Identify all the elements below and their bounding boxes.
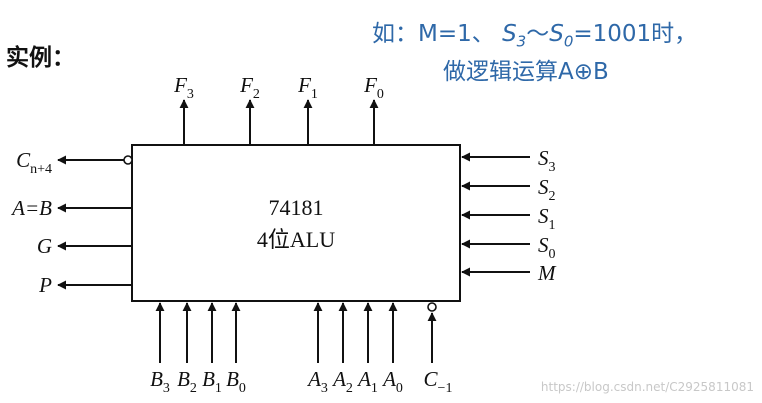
input-s1-label: S1 (538, 204, 556, 233)
alu-part-number: 74181 (269, 195, 324, 220)
input-s0-label: S0 (538, 233, 556, 262)
input-b2-label: B2 (177, 367, 197, 396)
input-s2-label: S2 (538, 175, 556, 204)
output-p-label: P (38, 273, 52, 297)
input-a1-label: A1 (356, 367, 378, 396)
output-f1-label: F1 (297, 73, 318, 102)
input-a3-label: A3 (306, 367, 328, 396)
output-f3-label: F3 (173, 73, 194, 102)
operation-note-line2: 做逻辑运算A⊕B (443, 59, 609, 85)
signal-lines (57, 99, 530, 363)
operation-note-line1: 如：M=1、 S3～S0=1001时， (372, 14, 697, 51)
input-a2-label: A2 (331, 367, 353, 396)
input-a0-label: A0 (381, 367, 403, 396)
note-suffix: =1001时， (573, 21, 698, 47)
output-carry-out-inversion-bubble (123, 155, 133, 165)
input-b0-label: B0 (226, 367, 246, 396)
alu-description: 4位ALU (257, 227, 335, 252)
input-b1-label: B1 (202, 367, 222, 396)
output-a-equals-b-label: A=B (10, 196, 52, 220)
output-carry-out-label: Cn+4 (16, 148, 52, 177)
input-s3-label: S3 (538, 146, 556, 175)
watermark: https://blog.csdn.net/C2925811081 (540, 380, 754, 394)
output-g-label: G (37, 234, 52, 258)
input-carry-in-label: C−1 (424, 367, 453, 396)
note-tilde: ～ (526, 21, 550, 47)
output-f2-label: F2 (239, 73, 260, 102)
example-heading: 实例： (6, 45, 75, 71)
note-s-lo: S0 (549, 21, 574, 51)
output-f0-label: F0 (363, 73, 384, 102)
note-prefix: 如：M=1、 (372, 21, 495, 47)
alu-block (131, 144, 461, 302)
input-m-label: M (537, 261, 557, 285)
note-s-hi: S3 (502, 21, 527, 51)
input-carry-in-inversion-bubble (427, 302, 437, 312)
input-b3-label: B3 (150, 367, 170, 396)
